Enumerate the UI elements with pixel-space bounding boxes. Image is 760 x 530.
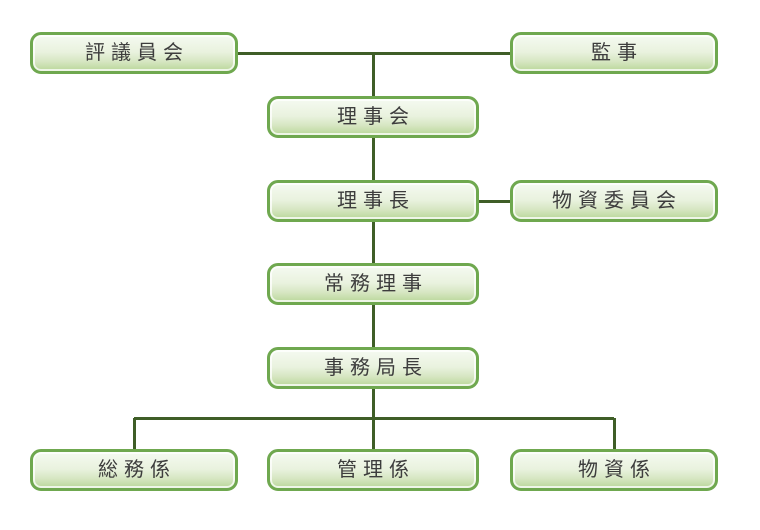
org-node-busshi-gakari: 物資係 bbox=[510, 449, 718, 491]
connector-jomuriji-to-jimukyokucho bbox=[371, 305, 375, 347]
org-node-label-rijicho: 理事長 bbox=[337, 190, 415, 212]
connector-rijikai-to-rijicho bbox=[371, 138, 375, 180]
org-node-rijicho: 理事長 bbox=[267, 180, 479, 222]
org-node-busshi-iinkai: 物資委員会 bbox=[510, 180, 718, 222]
connector-bottom-branch-horizontal bbox=[134, 416, 614, 420]
org-node-label-rijikai: 理事会 bbox=[337, 106, 415, 128]
org-node-label-hyogiinkai: 評議員会 bbox=[85, 42, 189, 64]
org-node-label-kanri-gakari: 管理係 bbox=[337, 459, 415, 481]
org-node-jomu-riji: 常務理事 bbox=[267, 263, 479, 305]
org-node-label-somu-gakari: 総務係 bbox=[98, 459, 176, 481]
org-node-label-busshi-gakari: 物資係 bbox=[578, 459, 656, 481]
org-node-label-kanji: 監事 bbox=[591, 42, 643, 64]
connector-top-to-rijikai bbox=[371, 53, 375, 96]
connector-rijicho-to-busshi-iinkai bbox=[479, 199, 510, 203]
org-node-kanri-gakari: 管理係 bbox=[267, 449, 479, 491]
connector-branch-to-busshi-gakari bbox=[612, 418, 616, 449]
org-node-kanji: 監事 bbox=[510, 32, 718, 74]
org-node-rijikai: 理事会 bbox=[267, 96, 479, 138]
org-node-somu-gakari: 総務係 bbox=[30, 449, 238, 491]
connector-rijicho-to-jomuriji bbox=[371, 222, 375, 263]
org-node-jimukyokucho: 事務局長 bbox=[267, 347, 479, 389]
connector-branch-to-somu-gakari bbox=[132, 418, 136, 449]
org-node-label-jomu-riji: 常務理事 bbox=[324, 273, 428, 295]
org-node-label-jimukyokucho: 事務局長 bbox=[324, 357, 428, 379]
org-node-label-busshi-iinkai: 物資委員会 bbox=[552, 190, 682, 212]
org-node-hyogiinkai: 評議員会 bbox=[30, 32, 238, 74]
